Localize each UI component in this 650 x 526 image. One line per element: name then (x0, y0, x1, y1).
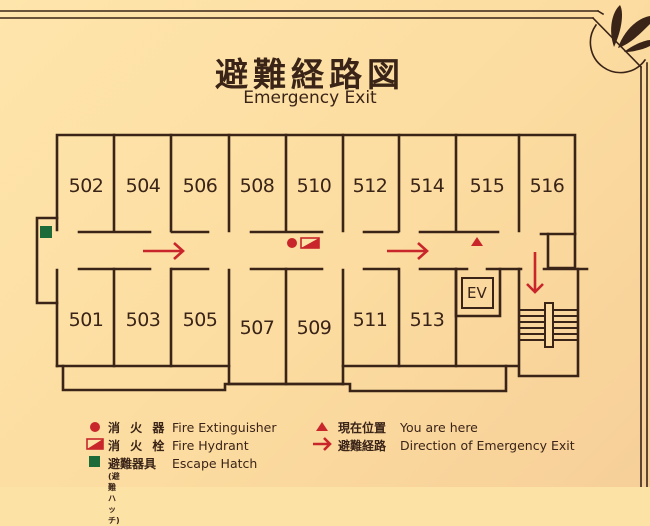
legend-label-en: Fire Extinguisher (172, 420, 277, 435)
legend-exit-direction: 避難経路 Direction of Emergency Exit (338, 437, 575, 454)
legend-you-are-here-icon (316, 422, 328, 431)
legend-escape-hatch: 避難器具 Escape Hatch (108, 455, 257, 472)
escape-hatch-icon (40, 226, 52, 238)
exit-arrow-icon (143, 242, 185, 260)
elevator-label: EV (467, 284, 487, 302)
room-label: 506 (182, 175, 218, 197)
title-japanese: 避難経路図 (215, 55, 405, 94)
legend-label-en: Escape Hatch (172, 456, 258, 471)
exit-arrow-down-icon (526, 252, 544, 294)
room-label: 503 (125, 309, 161, 331)
legend-fire-extinguisher: 消 火 器 Fire Extinguisher (108, 419, 276, 436)
room-label: 505 (182, 309, 218, 331)
legend-label-en: You are here (400, 420, 478, 435)
room-label: 504 (125, 175, 161, 197)
legend-fire-extinguisher-icon (90, 422, 100, 432)
legend-label-jp: 消 火 器 (108, 421, 168, 435)
room-label: 502 (68, 175, 104, 197)
legend-label-jp: 避難器具 (108, 457, 157, 471)
leaf-ornament-icon (611, 5, 650, 52)
legend-label-en: Fire Hydrant (172, 438, 249, 453)
room-label: 509 (296, 317, 332, 339)
legend-you-are-here: 現在位置 You are here (338, 419, 478, 436)
legend-escape-hatch-sub: (避難ハッチ) (108, 472, 120, 525)
sign-background (0, 0, 650, 487)
frame-border (0, 9, 648, 487)
room-label: 513 (409, 309, 445, 331)
fire-extinguisher-icon (287, 238, 297, 248)
room-label: 501 (68, 309, 104, 331)
room-label: 515 (469, 175, 505, 197)
room-label: 511 (352, 309, 388, 331)
room-label: 508 (239, 175, 275, 197)
legend-label-jp: 現在位置 (338, 421, 387, 435)
title-english: Emergency Exit (243, 88, 377, 108)
floor-plan (0, 5, 650, 487)
legend-exit-arrow-icon (313, 437, 332, 451)
fire-hydrant-icon (300, 237, 320, 249)
room-label: 512 (352, 175, 388, 197)
legend-fire-hydrant: 消 火 栓 Fire Hydrant (108, 437, 249, 454)
legend-label-jp: 消 火 栓 (108, 439, 168, 453)
legend-label-en: Direction of Emergency Exit (400, 438, 575, 453)
legend-label-jp: 避難経路 (338, 439, 387, 453)
room-label: 510 (296, 175, 332, 197)
legend-escape-hatch-icon (89, 456, 100, 467)
room-label: 516 (529, 175, 565, 197)
room-label: 514 (409, 175, 445, 197)
room-label: 507 (239, 317, 275, 339)
you-are-here-icon (471, 237, 483, 246)
legend-fire-hydrant-icon (86, 438, 104, 450)
exit-arrow-icon (387, 242, 429, 260)
